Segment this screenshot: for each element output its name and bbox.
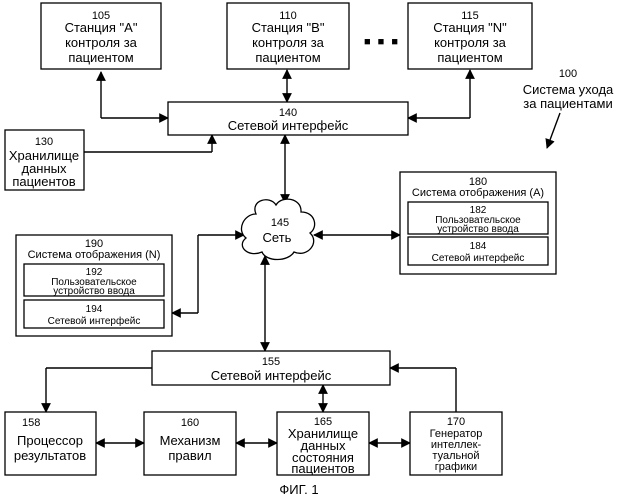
processor-line-1: Процессор: [17, 433, 83, 448]
network-interface-140: 140 Сетевой интерфейс: [168, 102, 408, 135]
graphics-generator-170: 170 Генератор интеллек- туальной графики: [410, 412, 502, 475]
display-180-netif-label: Сетевой интерфейс: [432, 252, 525, 264]
station-n-line-2: контроля за: [434, 35, 507, 50]
results-processor-158: 158 Процессор результатов: [5, 412, 96, 475]
station-b-line-3: пациентом: [255, 50, 320, 65]
display-system-190: 190 Система отображения (N) 192 Пользова…: [16, 235, 172, 336]
station-a-line-1: Станция "А": [65, 20, 138, 35]
network-interface-155: 155 Сетевой интерфейс: [152, 351, 390, 385]
ellipsis: ■ ■ ■: [364, 36, 400, 48]
station-b-line-1: Станция "В": [252, 20, 325, 35]
rules-number: 160: [181, 417, 199, 429]
display-190-netif-number: 194: [86, 304, 103, 315]
network-cloud-145: 145 Сеть: [241, 199, 314, 259]
station-b-line-2: контроля за: [252, 35, 325, 50]
system-line-2: за пациентами: [523, 96, 612, 111]
storage-130-line-3: пациентов: [12, 174, 75, 189]
patient-data-storage-130: 130 Хранилище данных пациентов: [5, 130, 84, 190]
rules-line-1: Механизм: [160, 433, 221, 448]
station-a: 105 Станция "А" контроля за пациентом: [41, 3, 161, 69]
station-n-line-3: пациентом: [437, 50, 502, 65]
network-number: 145: [271, 217, 289, 229]
display-system-180: 180 Система отображения (А) 182 Пользова…: [400, 172, 556, 274]
display-190-input-line-2: устройство ввода: [53, 286, 135, 297]
display-190-title: Система отображения (N): [28, 249, 161, 261]
net-if-155-number: 155: [262, 356, 280, 368]
station-a-line-3: пациентом: [68, 50, 133, 65]
net-if-155-label: Сетевой интерфейс: [211, 368, 332, 383]
station-n-line-1: Станция "N": [433, 20, 507, 35]
system-line-1: Система ухода: [523, 82, 614, 97]
net-if-140-label: Сетевой интерфейс: [228, 118, 349, 133]
system-label: 100 Система ухода за пациентами: [523, 68, 614, 111]
generator-line-4: графики: [435, 461, 477, 473]
state-storage-line-4: пациентов: [291, 461, 354, 476]
system-number: 100: [559, 68, 577, 80]
storage-130-number: 130: [35, 136, 53, 148]
station-a-line-2: контроля за: [65, 35, 138, 50]
connector-100-pointer: [547, 113, 560, 148]
network-label: Сеть: [263, 230, 292, 245]
processor-number: 158: [22, 417, 40, 429]
generator-number: 170: [447, 416, 465, 428]
figure-caption: ФИГ. 1: [279, 482, 318, 497]
rules-line-2: правил: [168, 448, 211, 463]
station-b: 110 Станция "В" контроля за пациентом: [227, 3, 349, 69]
processor-line-2: результатов: [14, 448, 86, 463]
display-180-netif-number: 184: [470, 241, 487, 252]
display-180-input-line-2: устройство ввода: [437, 224, 519, 235]
display-180-title: Система отображения (А): [412, 187, 544, 199]
station-n: 115 Станция "N" контроля за пациентом: [408, 3, 532, 69]
display-190-netif-label: Сетевой интерфейс: [48, 315, 141, 327]
rules-engine-160: 160 Механизм правил: [144, 412, 236, 475]
patient-state-storage-165: 165 Хранилище данных состояния пациентов: [277, 412, 369, 476]
